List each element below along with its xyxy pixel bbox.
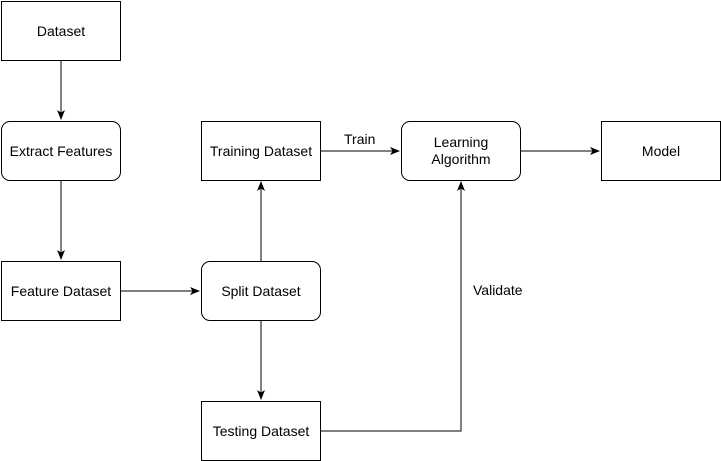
node-split-dataset: Split Dataset <box>201 261 321 321</box>
node-training-dataset: Training Dataset <box>201 121 321 181</box>
edge-label-train: Train <box>344 131 376 147</box>
node-testing-dataset: Testing Dataset <box>201 401 321 461</box>
node-extract-features: Extract Features <box>1 121 121 181</box>
node-training-dataset-label: Training Dataset <box>209 142 313 159</box>
node-feature-dataset-label: Feature Dataset <box>10 282 112 299</box>
node-split-dataset-label: Split Dataset <box>221 282 301 299</box>
node-dataset-label: Dataset <box>36 22 86 39</box>
node-learning-algorithm: Learning Algorithm <box>401 121 521 181</box>
node-feature-dataset: Feature Dataset <box>1 261 121 321</box>
node-model: Model <box>601 121 721 181</box>
node-dataset: Dataset <box>1 1 121 61</box>
arrow-testing-dataset-to-learning-algorithm <box>321 181 465 432</box>
node-learning-algorithm-label: Learning Algorithm <box>431 134 491 167</box>
edge-label-validate: Validate <box>473 282 523 298</box>
node-testing-dataset-label: Testing Dataset <box>212 422 310 439</box>
node-model-label: Model <box>641 142 681 159</box>
node-extract-features-label: Extract Features <box>9 142 113 159</box>
